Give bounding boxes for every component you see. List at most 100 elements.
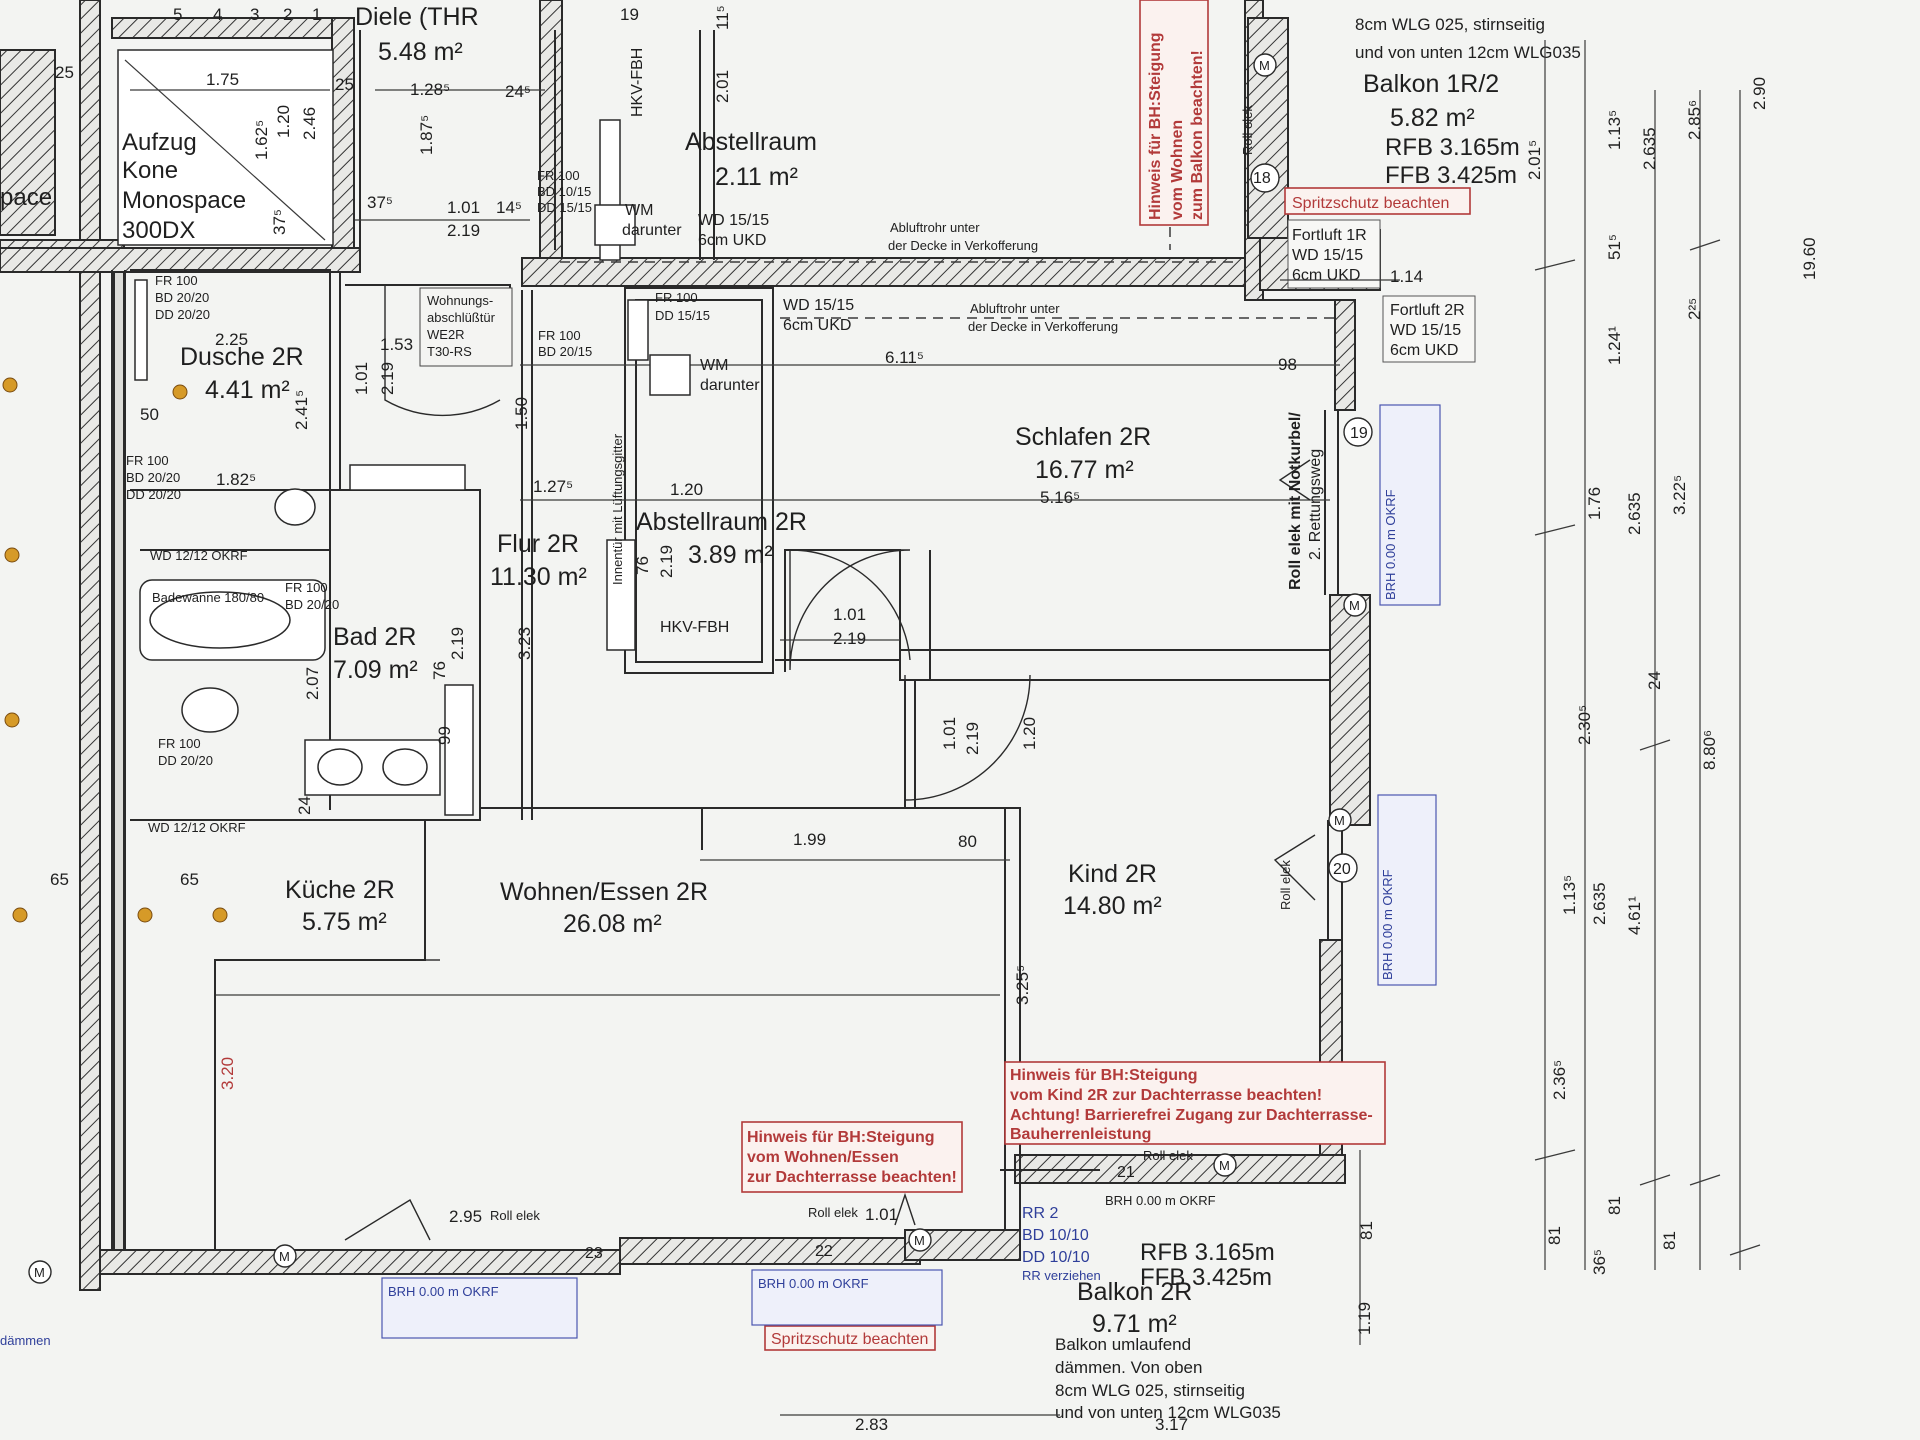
wm-a-l1: WM bbox=[625, 202, 653, 219]
dim-76b: 76 bbox=[633, 556, 652, 575]
top-5: 5 bbox=[173, 5, 182, 24]
fr100e-l2: DD 20/20 bbox=[158, 753, 213, 768]
dim-199: 1.99 bbox=[793, 830, 826, 849]
svg-text:M: M bbox=[1334, 813, 1345, 828]
note-red3-l3: zur Dachterrasse beachten! bbox=[747, 1169, 957, 1186]
top-1: 1 bbox=[312, 5, 321, 24]
dim-101e: 1.01 bbox=[865, 1205, 898, 1224]
wd1515a-l2: 6cm UKD bbox=[698, 232, 766, 249]
hkv-label: HKV-FBH bbox=[660, 619, 729, 636]
dim-r1960: 19.60 bbox=[1800, 237, 1819, 280]
wm-a-l2: darunter bbox=[622, 222, 682, 239]
fr100c-l1: FR 100 bbox=[655, 290, 698, 305]
rr2-l2: BD 10/10 bbox=[1022, 1227, 1089, 1244]
dim-1285: 1.28⁵ bbox=[410, 80, 450, 99]
fortluft2r-l3: 6cm UKD bbox=[1390, 342, 1458, 359]
roll-elek-kind: Roll elek bbox=[1278, 860, 1293, 910]
aufzug-l3: Monospace bbox=[122, 187, 246, 214]
badewanne-label: Badewanne 180/80 bbox=[152, 590, 264, 605]
wohnungs-l1: Wohnungs- bbox=[427, 293, 493, 308]
dim-6115: 6.11⁵ bbox=[885, 348, 924, 367]
marker-23: 23 bbox=[585, 1245, 603, 1262]
fr100a-l1: FR 100 bbox=[155, 273, 198, 288]
fr100f-l2: BD 10/15 bbox=[537, 184, 591, 199]
room-wohnen-area: 26.08 m² bbox=[563, 910, 662, 938]
dim-219: 2.19 bbox=[447, 221, 480, 240]
wm-b-l2: darunter bbox=[700, 377, 760, 394]
hkv-label-top: HKV-FBH bbox=[629, 48, 646, 117]
marker-20: 20 bbox=[1333, 861, 1351, 878]
dim-187: 1.87⁵ bbox=[417, 115, 436, 155]
balkon-top-ffb: FFB 3.425m bbox=[1385, 162, 1517, 189]
fr100a-l3: DD 20/20 bbox=[155, 307, 210, 322]
fortluft2r-l2: WD 15/15 bbox=[1390, 322, 1461, 339]
note-red1-l3: zum Balkon beachten! bbox=[1189, 50, 1206, 220]
dim-r2365: 2.36⁵ bbox=[1550, 1060, 1569, 1100]
brh-note-right1: BRH 0.00 m OKRF bbox=[1383, 489, 1398, 600]
fortluft2r-l1: Fortluft 2R bbox=[1390, 302, 1465, 319]
brh-note-right2: BRH 0.00 m OKRF bbox=[1380, 869, 1395, 980]
room-dusche-name: Dusche 2R bbox=[180, 343, 304, 371]
room-schlafen-area: 16.77 m² bbox=[1035, 456, 1134, 484]
balkon-note-l2: dämmen. Von oben bbox=[1055, 1358, 1202, 1377]
balkon-top-name: Balkon 1R/2 bbox=[1363, 70, 1499, 98]
dim-r225: 2²⁵ bbox=[1685, 298, 1704, 320]
dimension-labels: 1.75 1.28⁵ 24⁵ 1.87⁵ 1.62⁵ 1.20 2.46 37⁵… bbox=[50, 5, 1819, 1434]
dim-99: 99 bbox=[435, 726, 454, 745]
room-diele-name: Diele (THR bbox=[355, 3, 479, 31]
rr2-l3: DD 10/10 bbox=[1022, 1249, 1090, 1266]
fr100e-l1: FR 100 bbox=[158, 736, 201, 751]
fr100d-l1: FR 100 bbox=[285, 580, 328, 595]
note-red3-l1: Hinweis für BH:Steigung bbox=[747, 1129, 935, 1146]
note-red2-l1: Hinweis für BH:Steigung bbox=[1010, 1067, 1198, 1084]
dim-r2635: 2.635 bbox=[1640, 127, 1659, 170]
dim-r8806: 8.80⁶ bbox=[1700, 730, 1719, 770]
balkon-bottom-ffb: FFB 3.425m bbox=[1140, 1264, 1272, 1291]
abluft2-l1: Abluftrohr unter bbox=[970, 301, 1060, 316]
dim-r176: 1.76 bbox=[1585, 487, 1604, 520]
dim-283: 2.83 bbox=[855, 1415, 888, 1434]
dim-150: 1.50 bbox=[512, 397, 531, 430]
dim-201: 2.01 bbox=[713, 70, 732, 103]
wd1515a-l1: WD 15/15 bbox=[698, 212, 769, 229]
room-kueche-area: 5.75 m² bbox=[302, 908, 387, 936]
top-19: 19 bbox=[620, 5, 639, 24]
balkon-bottom-area: 9.71 m² bbox=[1092, 1310, 1177, 1338]
dim-r113: 1.13⁵ bbox=[1605, 110, 1624, 150]
annotations: 8cm WLG 025, stirnseitig und von unten 1… bbox=[0, 0, 1581, 1422]
svg-text:M: M bbox=[1259, 58, 1270, 73]
fr100f-l1: FR 100 bbox=[537, 168, 580, 183]
room-abstell-top-name: Abstellraum bbox=[685, 128, 817, 156]
room-flur-area: 11.30 m² bbox=[490, 563, 587, 591]
marker-21: 21 bbox=[1117, 1164, 1135, 1181]
balkon-top-area: 5.82 m² bbox=[1390, 104, 1475, 132]
daemmen-left: dämmen bbox=[0, 1333, 51, 1348]
fr100g-l2: BD 20/15 bbox=[538, 344, 592, 359]
dim-317: 3.17 bbox=[1155, 1415, 1188, 1434]
svg-text:M: M bbox=[1349, 598, 1360, 613]
balkon-note-l3: 8cm WLG 025, stirnseitig bbox=[1055, 1381, 1245, 1400]
dim-241: 2.41⁵ bbox=[292, 390, 311, 430]
roll-notkurbel-l2: 2. Rettungsweg bbox=[1307, 449, 1324, 560]
brh-note-bottom2: BRH 0.00 m OKRF bbox=[758, 1276, 869, 1291]
top-115: 11⁵ bbox=[713, 5, 732, 30]
top-2: 2 bbox=[283, 5, 292, 24]
dim-375b: 37⁵ bbox=[270, 209, 289, 235]
dim-65b: 65 bbox=[50, 870, 69, 889]
fr100b-l1: FR 100 bbox=[126, 453, 169, 468]
dim-127: 1.27⁵ bbox=[533, 477, 573, 496]
dim-120b: 1.20 bbox=[670, 480, 703, 499]
wohnungs-l3: WE2R bbox=[427, 327, 465, 342]
room-diele-area: 5.48 m² bbox=[378, 38, 463, 66]
dim-5165: 5.16⁵ bbox=[1040, 488, 1080, 507]
room-kind-name: Kind 2R bbox=[1068, 860, 1157, 888]
fr100d-l2: BD 20/20 bbox=[285, 597, 339, 612]
dim-219c: 2.19 bbox=[833, 629, 866, 648]
top-25b: 25 bbox=[335, 75, 354, 94]
aufzug-l4: 300DX bbox=[122, 217, 195, 244]
dim-225: 2.25 bbox=[215, 330, 248, 349]
dim-219f: 2.19 bbox=[657, 545, 676, 578]
markers bbox=[2, 377, 228, 923]
dim-r4611: 4.61¹ bbox=[1625, 896, 1644, 935]
